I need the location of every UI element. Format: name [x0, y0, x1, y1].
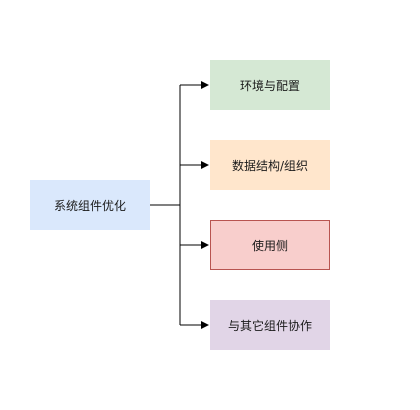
root-node-system-optimization: 系统组件优化: [30, 180, 150, 230]
node-environment-config: 环境与配置: [210, 60, 330, 110]
node-label: 与其它组件协作: [227, 318, 312, 333]
node-data-structure: 数据结构/组织: [210, 140, 330, 190]
root-node-label: 系统组件优化: [53, 198, 126, 213]
node-label: 环境与配置: [239, 78, 300, 93]
node-label: 数据结构/组织: [231, 158, 309, 173]
node-usage-side: 使用侧: [210, 220, 330, 270]
node-collaboration: 与其它组件协作: [210, 300, 330, 350]
node-label: 使用侧: [251, 238, 288, 253]
